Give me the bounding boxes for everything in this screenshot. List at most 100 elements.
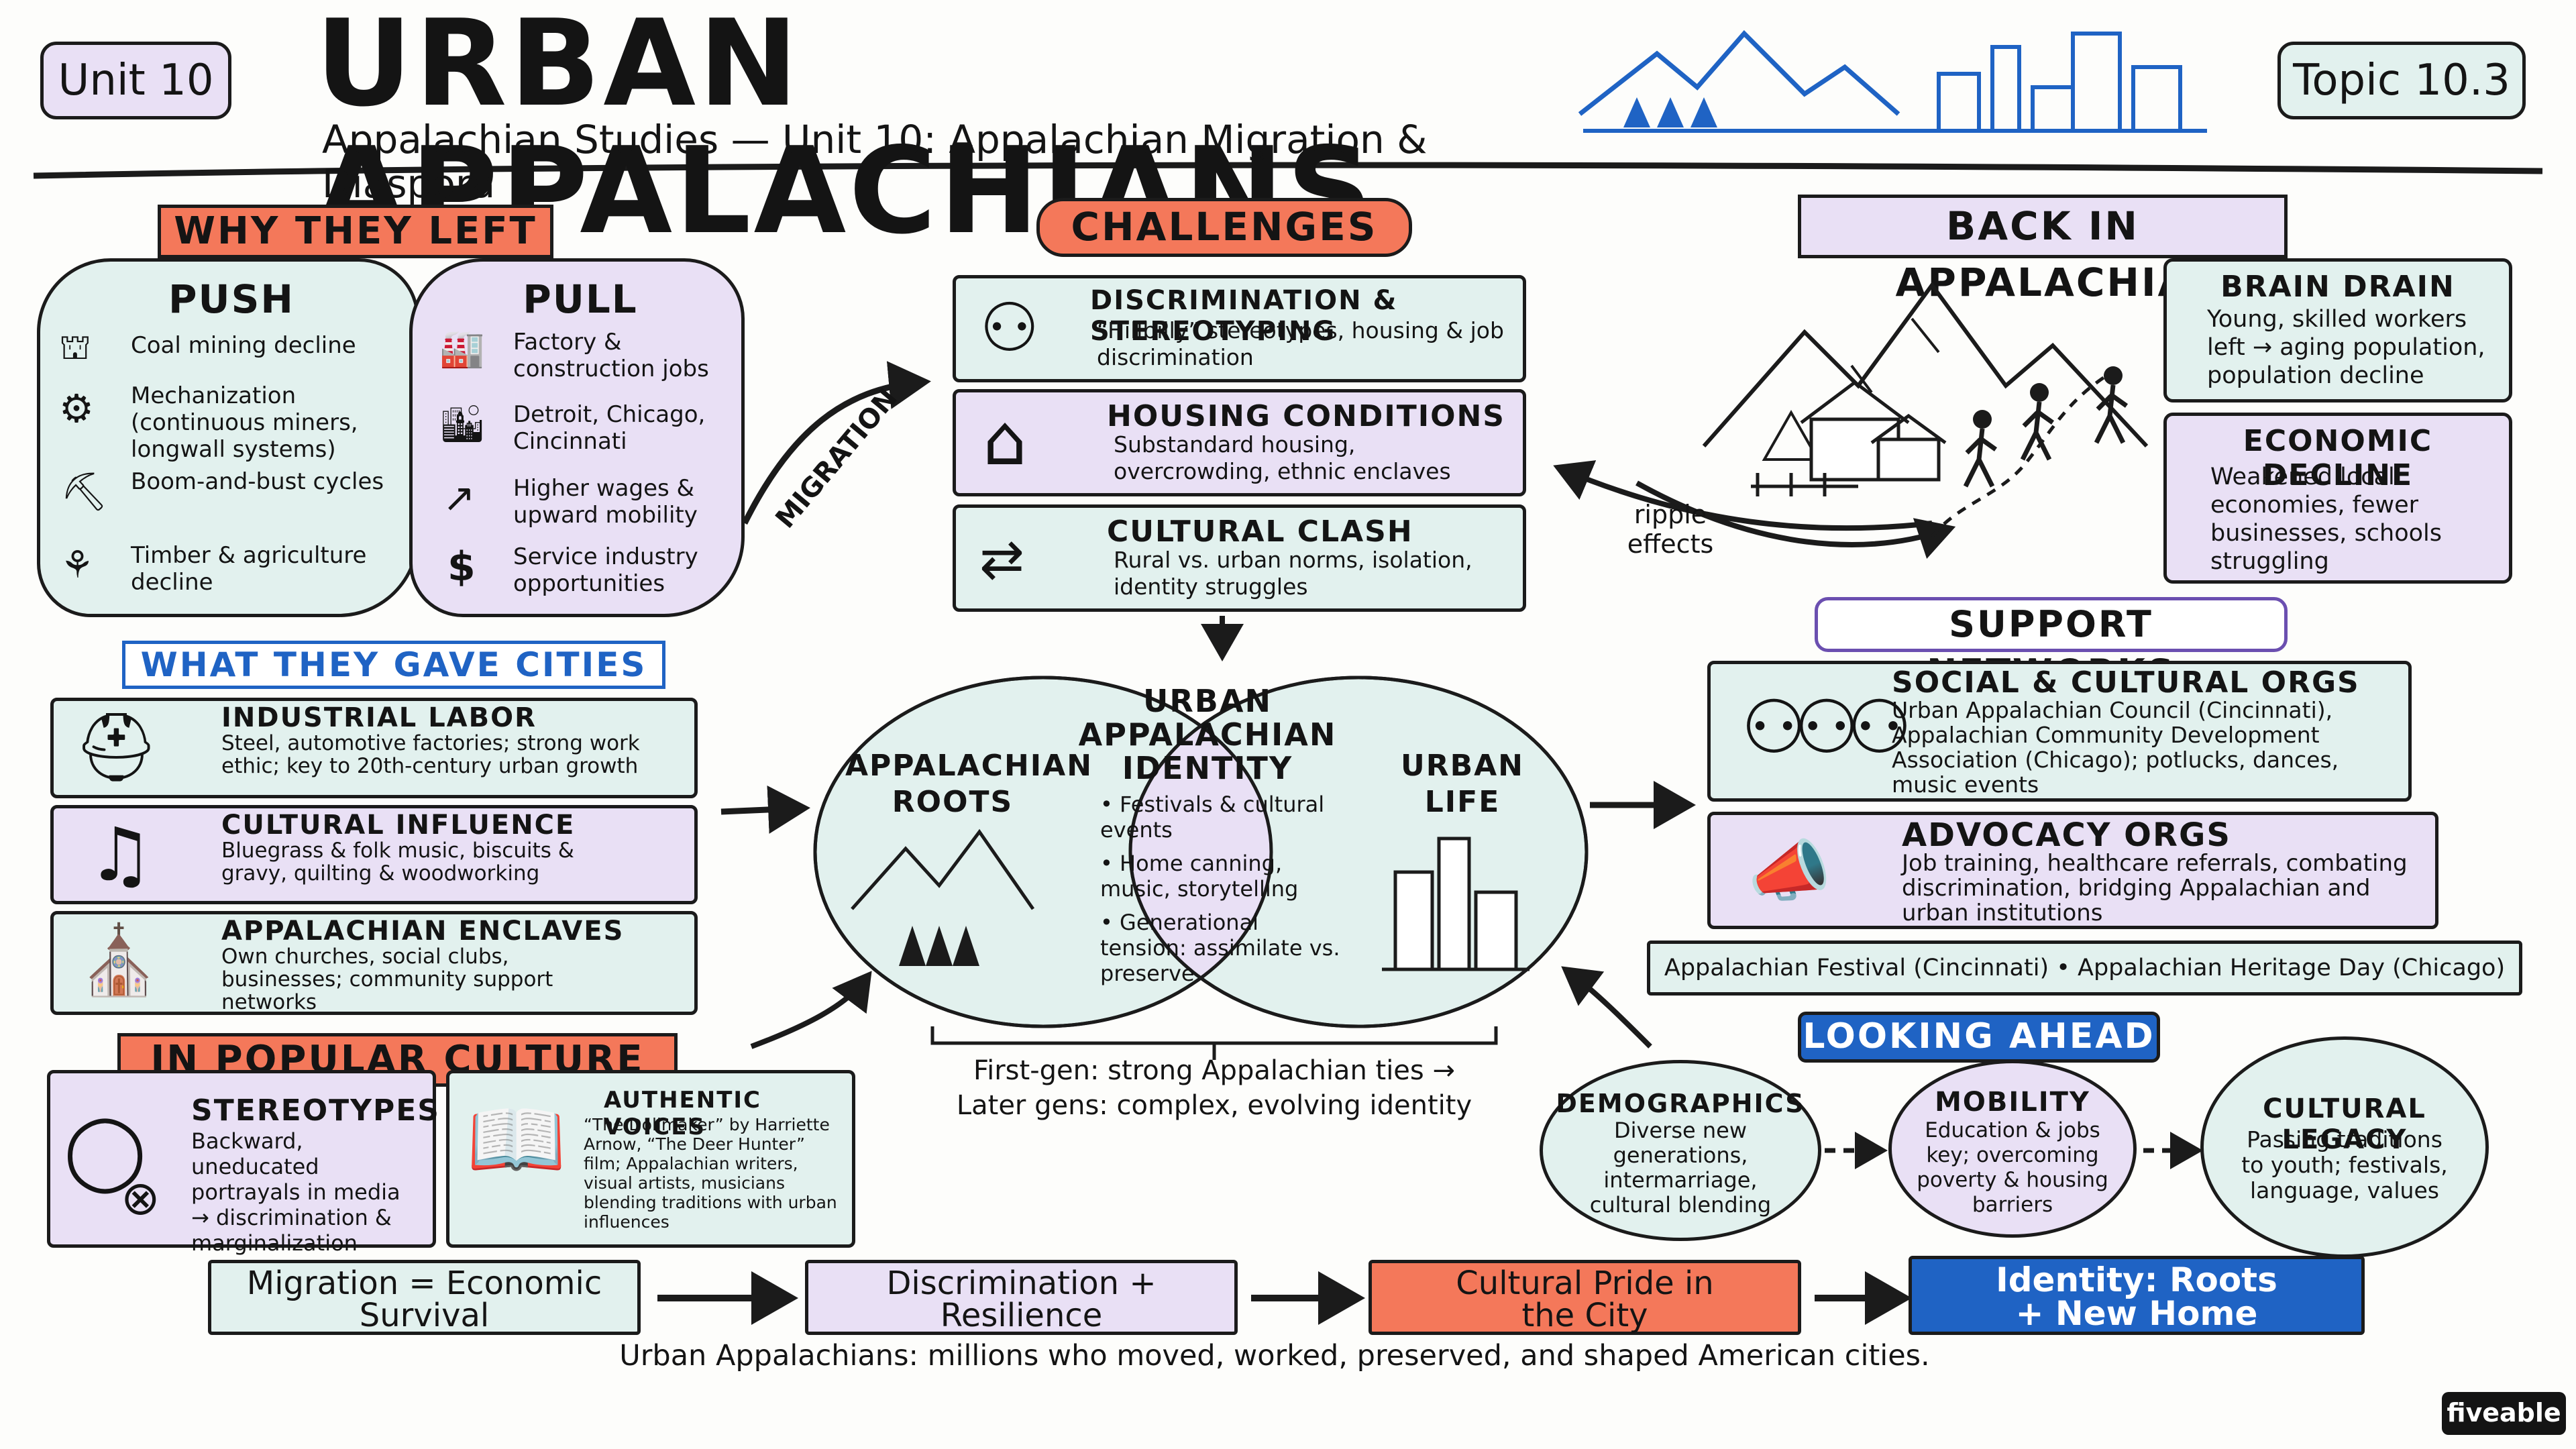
city-icon: 🏙	[439, 402, 486, 445]
ripple-effects-label: ripple effects	[1627, 500, 1714, 559]
bidirectional-arrows-icon: ⇄	[979, 528, 1025, 590]
back-in-appalachia-banner: Back in Appalachia	[1798, 195, 2288, 305]
venn-right-label: Urban Life	[1400, 749, 1525, 819]
migration-label: MIGRATION	[769, 383, 904, 535]
support-title: Social & Cultural Orgs	[1892, 665, 2360, 700]
page-subtitle: Appalachian Studies — Unit 10: Appalachi…	[322, 117, 1428, 207]
gave-desc: Bluegrass & folk music, biscuits & gravy…	[221, 839, 574, 885]
venn-center-item: • Generational tension: assimilate vs. p…	[1100, 910, 1340, 986]
gave-desc: Steel, automotive factories; strong work…	[221, 731, 640, 778]
venn-center-list: • Festivals & cultural events • Home can…	[1100, 792, 1348, 986]
gave-title: Cultural Influence	[221, 810, 576, 841]
x-mark-icon: ⊗	[121, 1171, 160, 1226]
venn-center-item: • Festivals & cultural events	[1100, 792, 1325, 843]
gave-title: Industrial Labor	[221, 702, 537, 733]
gave-to-venn-arrow	[720, 785, 810, 834]
mountain-city-skyline-icon	[1578, 30, 2207, 133]
challenge-desc: Substandard housing, overcrowding, ethni…	[1114, 431, 1451, 484]
support-desc: Urban Appalachian Council (Cincinnati), …	[1892, 697, 2339, 798]
authentic-voices-desc: “The Dollmaker” by Harriette Arnow, “The…	[584, 1115, 837, 1232]
venn-center-title: Urban Appalachian Identity	[1078, 683, 1337, 786]
venn-left-label: Appalachian Roots	[845, 749, 1093, 819]
ahead-desc: Diverse new generations, intermarriage, …	[1589, 1118, 1772, 1218]
authentic-voices-card: 📖 Authentic Voices “The Dollmaker” by Ha…	[446, 1070, 855, 1248]
flow-step: Discrimination + Resilience	[805, 1260, 1238, 1335]
push-item: Timber & agriculture decline	[131, 542, 367, 596]
venn-center-item: • Home canning, music, storytelling	[1100, 851, 1299, 902]
gave-card: ⛑ Industrial Labor Steel, automotive fac…	[50, 698, 698, 798]
support-networks-banner: Support Networks	[1815, 597, 2288, 694]
support-desc: Job training, healthcare referrals, comb…	[1902, 850, 2408, 926]
push-title: Push	[168, 276, 294, 322]
culture-to-venn-arrow	[750, 971, 872, 1049]
flow-step: Identity: Roots + New Home	[1909, 1256, 2365, 1335]
festival-ribbon: Appalachian Festival (Cincinnati) • Appa…	[1647, 941, 2522, 996]
stereotypes-card: ◯ ⊗ Stereotypes Backward, uneducated por…	[47, 1070, 439, 1256]
dried-plant-icon: ⚘	[60, 543, 95, 587]
church-house-icon: ⛪	[77, 921, 161, 1000]
push-item: Coal mining decline	[131, 332, 356, 359]
ahead-circle: Cultural Legacy Passing traditions to yo…	[2200, 1036, 2489, 1258]
gave-card: ⛪ Appalachian Enclaves Own churches, soc…	[50, 911, 698, 1015]
ahead-title: Cultural Legacy	[2263, 1093, 2426, 1155]
pull-item: Detroit, Chicago, Cincinnati	[513, 401, 706, 455]
challenge-title: Housing Conditions	[1107, 399, 1505, 433]
appalachia-card-title: Brain Drain	[2220, 270, 2455, 304]
ahead-desc: Passing traditions to youth; festivals, …	[2241, 1126, 2448, 1203]
pull-title: Pull	[523, 276, 638, 322]
challenge-desc: “Hillbilly” stereotypes, housing & job d…	[1097, 317, 1504, 370]
challenge-card: ⇄ Cultural Clash Rural vs. urban norms, …	[953, 504, 1526, 612]
ripple-arrow-left	[1553, 460, 1933, 531]
ahead-circle: Demographics Diverse new generations, in…	[1540, 1060, 1821, 1241]
ahead-desc: Education & jobs key; overcoming poverty…	[1917, 1118, 2108, 1217]
page-title: URBAN APPALACHIANS	[315, 0, 1376, 260]
flow-step: Cultural Pride in the City	[1368, 1260, 1801, 1335]
stereotypes-desc: Backward, uneducated portrayals in media…	[191, 1128, 400, 1256]
walking-path	[1931, 374, 2108, 538]
mine-cart-icon: ⛫	[59, 327, 91, 368]
ahead-to-venn-arrow	[1561, 966, 1652, 1049]
megaphone-icon: 📣	[1748, 832, 1831, 910]
broken-house-icon: ⌂	[983, 399, 1028, 481]
up-arrow-icon: ↗	[443, 475, 476, 521]
music-note-icon: ♫	[87, 812, 154, 898]
pull-item: Service industry opportunities	[513, 543, 698, 597]
topic-badge: Topic 10.3	[2277, 42, 2526, 119]
push-cloud: Push ⛫ Coal mining decline ⚙ Mechanizati…	[37, 258, 419, 617]
ahead-title: Demographics	[1556, 1089, 1805, 1118]
appalachia-card-desc: Young, skilled workers left → aging popu…	[2207, 306, 2485, 389]
challenge-title: Discrimination & Stereotyping	[1090, 285, 1398, 347]
gear-icon: ⚙	[59, 386, 94, 431]
ahead-circle: Mobility Education & jobs key; overcomin…	[1888, 1060, 2137, 1238]
appalachia-card: Economic Decline Weakened local economie…	[2163, 413, 2512, 584]
looking-ahead-banner: Looking Ahead	[1798, 1012, 2160, 1063]
pickaxe-icon: ⛏	[60, 470, 109, 514]
appalachia-card-title: Economic Decline	[2243, 424, 2433, 492]
factory-icon: 🏭	[439, 327, 485, 370]
dollar-icon: $	[447, 543, 476, 590]
unit-badge: Unit 10	[40, 42, 231, 119]
stereotypes-title: Stereotypes	[191, 1093, 440, 1128]
people-group-icon: ⚇⚇⚇	[1741, 684, 1913, 770]
footer-summary: Urban Appalachians: millions who moved, …	[619, 1339, 1930, 1373]
appalachia-card: Brain Drain Young, skilled workers left …	[2163, 258, 2512, 402]
venn-diagram	[813, 676, 1589, 1028]
pull-item: Factory & construction jobs	[513, 329, 709, 382]
appalachia-card-desc: Weakened local economies, fewer business…	[2210, 464, 2443, 575]
flow-step: Migration = Economic Survival	[208, 1260, 641, 1335]
ripple-arrow-right	[1635, 480, 1956, 559]
why-they-left-banner: Why They Left	[158, 205, 553, 258]
support-card: ⚇⚇⚇ Social & Cultural Orgs Urban Appalac…	[1707, 661, 2412, 802]
authentic-voices-title: Authentic Voices	[604, 1087, 761, 1140]
brand-logo: fiveable	[2442, 1392, 2566, 1435]
person-icon: ⚇	[979, 288, 1040, 367]
pull-cloud: Pull 🏭 Factory & construction jobs 🏙 Det…	[409, 258, 745, 617]
header-divider	[33, 162, 2543, 179]
pull-item: Higher wages & upward mobility	[513, 475, 698, 529]
gave-desc: Own churches, social clubs, businesses; …	[221, 945, 553, 1014]
support-title: Advocacy Orgs	[1902, 816, 2231, 854]
ahead-title: Mobility	[1935, 1087, 2090, 1118]
gave-title: Appalachian Enclaves	[221, 916, 625, 947]
what-they-gave-banner: What They Gave Cities	[122, 641, 665, 689]
